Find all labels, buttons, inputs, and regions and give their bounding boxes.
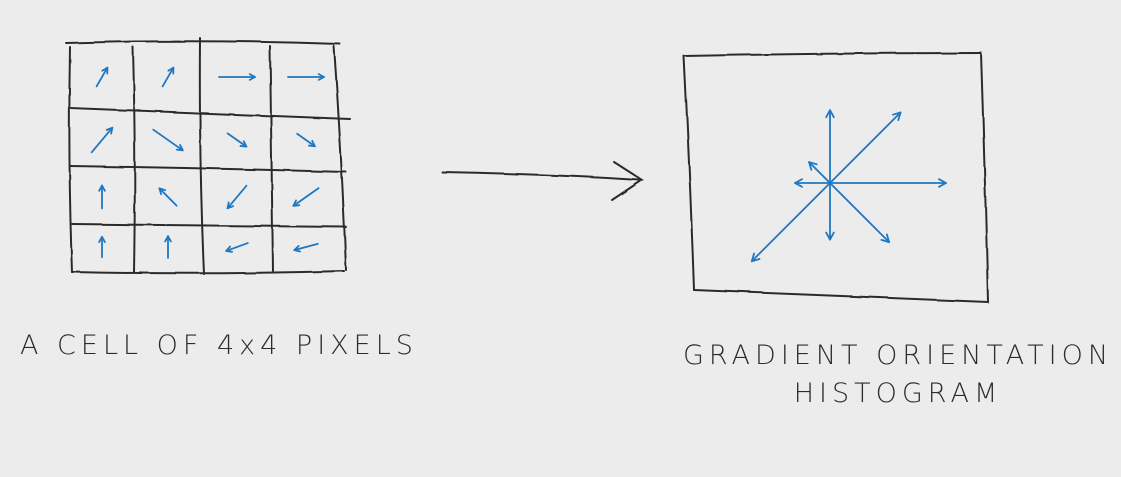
cell-arrow-r2-c2-shaft [152,128,184,152]
grid-line-row-1 [69,107,351,120]
cell-arrow-r3-c4-head [292,199,301,207]
histogram-arrows [750,109,947,263]
cell-arrow-r1-c1-shaft [95,66,109,88]
cell-arrow-r1-c2-head [167,66,175,75]
grid-line-row-2 [69,165,347,173]
cell-arrow-r1-c3-head [248,73,256,81]
histogram-caption-line-2: HISTOGRAM [793,378,1003,409]
cell-arrow-r3-c2 [158,187,178,207]
cell-arrow-r4-c2-head [164,235,172,243]
cell-arrow-r3-c2-head [158,187,167,196]
histogram-bin-arrow-135-shaft [808,161,831,184]
cell-arrow-r3-c2-shaft [158,187,178,207]
histogram-bin-arrow-45-shaft [829,111,902,184]
histogram-bin-arrow-315 [829,182,891,244]
histogram-bin-arrow-90-head [825,109,835,119]
cell-arrow-r4-c1-head [98,235,106,243]
cell-caption: A CELL OF 4x4 PIXELS [20,330,418,361]
histogram-bin-arrow-90 [825,109,835,184]
grid-line-col-1 [132,46,136,273]
cell-arrow-r3-c4-shaft [292,187,320,207]
cell-arrow-r3-c1 [98,184,106,210]
cell-arrow-r2-c4-shaft [296,132,316,148]
transform-arrow [441,161,644,201]
histogram-caption-line-1: GRADIENT ORIENTATION [682,340,1114,371]
histogram-bin-arrow-315-head [880,233,891,244]
histogram-bin-arrow-180-head [794,178,803,188]
cell-arrow-r3-c3-shaft [226,184,248,210]
grid-line-bottom [71,270,345,275]
histogram-frame-top [683,52,982,57]
histogram-frame-left [683,55,695,291]
cell-arrow-r3-c3-head [226,201,235,210]
cell-arrow-r3-c3 [226,184,248,210]
cell-arrow-r4-c4-head [293,245,301,253]
histogram-bin-arrow-270-head [825,231,835,241]
cell-arrow-r4-c2 [164,235,172,259]
histogram-bin-arrow-315-shaft [829,182,891,244]
cell-gradient-arrows [90,66,325,259]
cell-arrow-r2-c1 [90,126,114,154]
cell-arrow-r2-c2 [152,128,184,152]
grid-line-col-2 [198,37,205,275]
grid-line-left [68,46,73,273]
histogram-bin-arrow-45-head [891,111,902,122]
cell-arrow-r4-c3-head [225,245,234,253]
cell-arrow-r3-c4 [292,187,320,207]
histogram-bin-arrow-225 [750,182,831,263]
histogram-frame [683,52,989,303]
histogram-bin-arrow-45 [829,111,902,184]
cell-arrow-r4-c4-shaft [293,242,319,252]
cell-arrow-r2-c2-head [175,144,184,152]
cell-arrow-r2-c4 [296,132,316,148]
cell-arrow-r2-c3-head [239,140,248,148]
histogram-frame-bottom [693,289,989,303]
cell-arrow-r1-c1 [95,66,109,88]
cell-arrow-r2-c3-shaft [226,132,248,148]
transform-arrow-head [611,161,644,201]
cell-arrow-r1-c3 [218,73,256,81]
cell-arrow-r4-c4 [293,242,319,253]
cell-arrow-r2-c3 [226,132,248,148]
histogram-bin-arrow-180 [794,178,831,188]
histogram-bin-arrow-225-shaft [750,182,831,263]
grid-line-col-3 [269,45,274,272]
cell-arrow-r4-c3 [225,242,249,253]
transform-arrow-shaft [441,171,641,181]
cell-arrow-r1-c4-head [317,73,325,81]
cell-arrow-r2-c1-shaft [90,126,114,154]
cell-arrow-r4-c3-shaft [225,242,249,252]
cell-arrow-r1-c2 [161,66,175,88]
grid-line-top [65,40,341,45]
histogram-bin-arrow-225-head [750,252,761,263]
histogram-frame-right [980,52,989,303]
grid-line-row-3 [71,223,347,228]
cell-arrow-r3-c1-head [98,184,106,192]
cell-arrow-r1-c4 [287,73,325,81]
histogram-bin-arrow-135-head [808,161,818,171]
cell-grid [65,37,351,275]
cell-arrow-r1-c2-shaft [161,66,175,88]
histogram-bin-arrow-0 [829,178,947,188]
histogram-bin-arrow-0-head [938,178,947,188]
cell-arrow-r4-c1 [98,235,106,259]
histogram-bin-arrow-270 [825,182,835,241]
cell-arrow-r2-c1-head [105,126,114,135]
grid-line-right [333,45,347,271]
cell-arrow-r2-c4-head [308,139,316,148]
cell-arrow-r1-c1-head [101,66,109,75]
histogram-bin-arrow-135 [808,161,831,184]
